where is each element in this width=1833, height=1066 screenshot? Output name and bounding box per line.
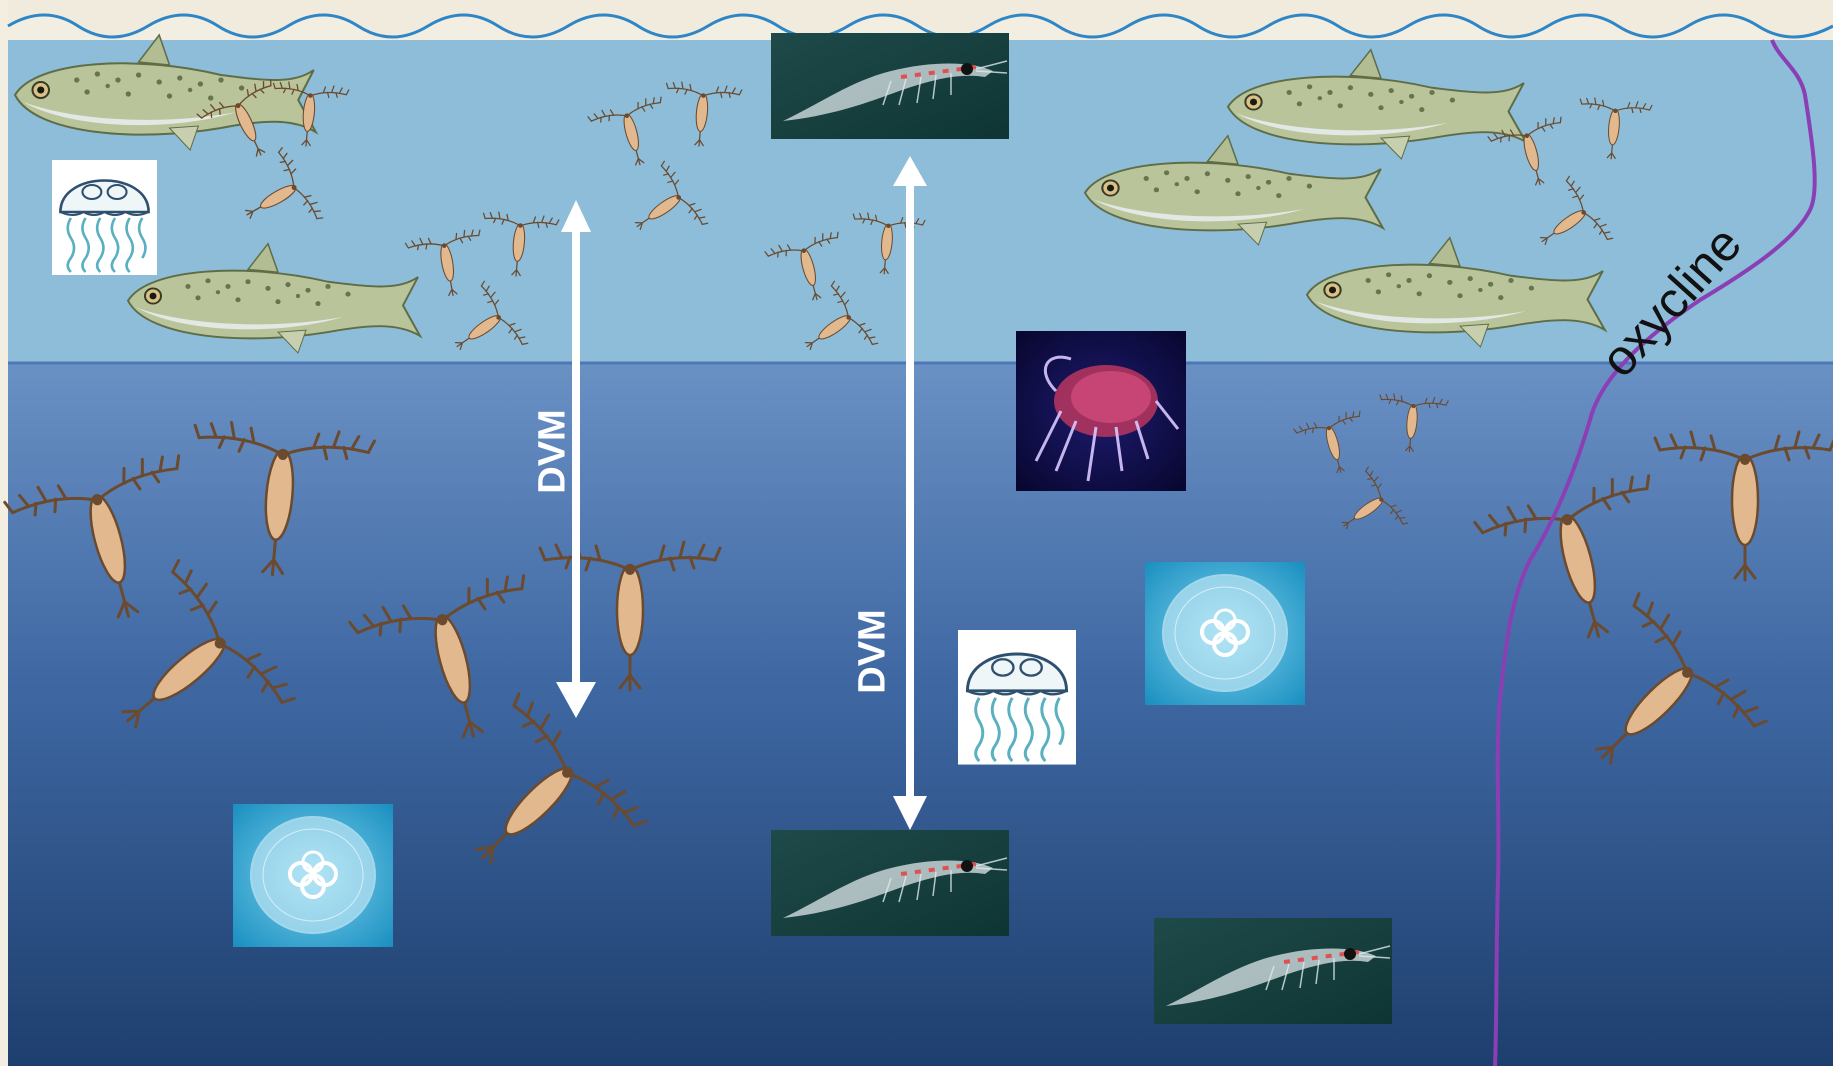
- moon-jellyfish-photo: [1145, 562, 1305, 705]
- moon-jellyfish-photo: [233, 804, 393, 947]
- jellyfish-icon: [958, 630, 1076, 765]
- dvm-label-left: DVM: [532, 402, 575, 502]
- krill-photo: [1154, 918, 1392, 1024]
- krill-photo: [771, 33, 1009, 139]
- amphipod-photo: [1016, 331, 1186, 491]
- jellyfish-icon: [52, 160, 157, 275]
- krill-photo: [771, 830, 1009, 936]
- dvm-label-right: DVM: [852, 602, 895, 702]
